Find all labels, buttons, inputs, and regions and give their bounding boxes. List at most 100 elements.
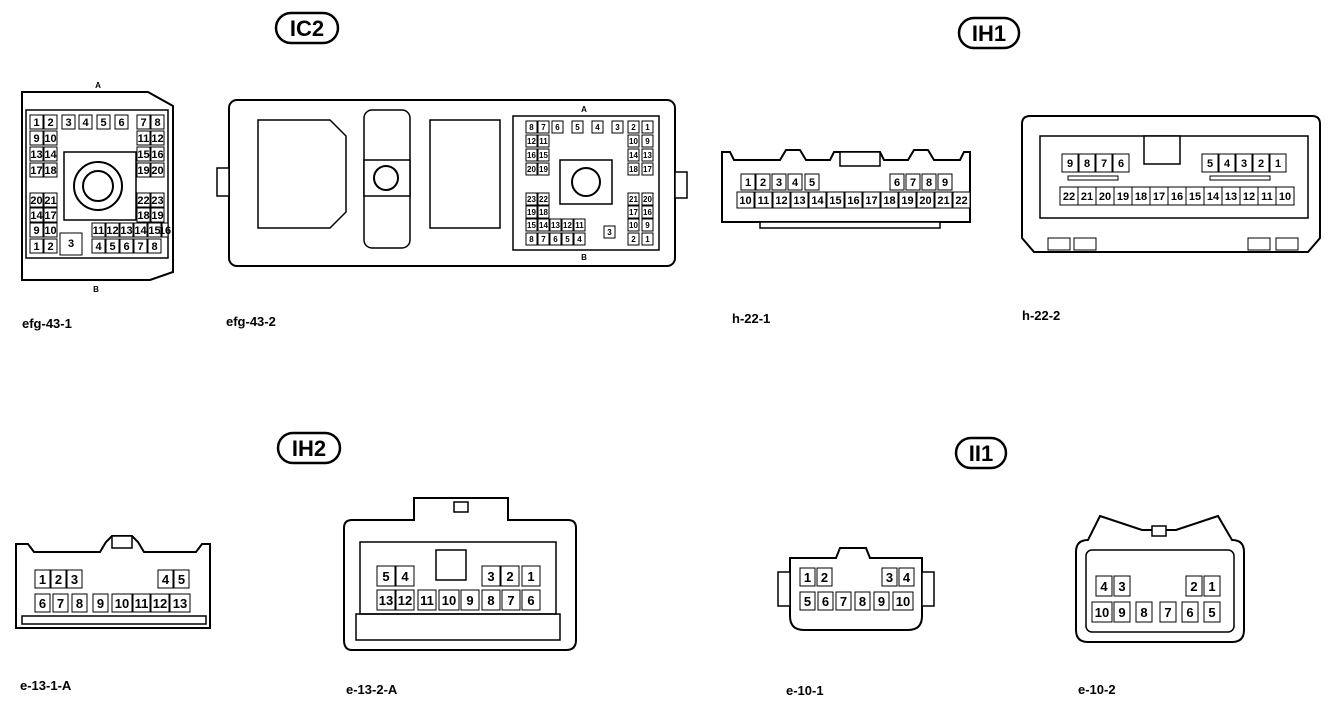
connector-h-22-2: 9 8 7 6 5 4 3 2 1 22 21 20 19 18 17 16 1… — [1021, 115, 1321, 323]
pin-label: 4 — [82, 117, 89, 129]
pin-label: 10 — [629, 137, 638, 146]
pin-label: 7 — [507, 593, 514, 608]
pin-label: 1 — [1275, 158, 1281, 170]
pin-label: 7 — [140, 117, 146, 129]
pin-label: 15 — [527, 221, 536, 230]
pin-grid: 1 2 3 4 5 6 7 8 9 10 — [799, 567, 915, 611]
pin-label: 8 — [926, 177, 932, 189]
pin-label: 2 — [47, 117, 53, 129]
connector-caption: e-10-1 — [786, 683, 824, 698]
pin-label: 16 — [151, 149, 163, 161]
connector-caption: h-22-1 — [732, 311, 770, 326]
pin-label: 7 — [910, 177, 916, 189]
connector-h-22-1: 1 2 3 4 5 6 7 8 9 10 11 12 13 14 15 16 1… — [721, 149, 971, 326]
pin-label: 21 — [937, 195, 949, 207]
pin-label: 4 — [95, 241, 102, 253]
connector-e-13-1-a: 1 2 3 4 5 6 7 8 9 10 11 12 13 e-13-1-A — [15, 535, 211, 693]
pin-label: 4 — [903, 570, 911, 585]
pin-label: 19 — [527, 208, 536, 217]
pin-label: 10 — [1095, 605, 1109, 620]
connector-e-10-1: 1 2 3 4 5 6 7 8 9 10 e-10-1 — [777, 547, 935, 698]
pin-label: 2 — [47, 241, 53, 253]
pin-grid: 8 7 6 5 4 3 2 1 12 11 10 9 16 15 14 13 2… — [525, 120, 654, 246]
pin-label: 8 — [859, 594, 866, 609]
pin-label: 1 — [804, 570, 811, 585]
pin-grid: 1 2 3 4 5 6 7 8 9 10 11 12 13 14 15 16 1… — [736, 173, 971, 209]
pin-label: 19 — [1117, 191, 1129, 203]
pin-label: 6 — [527, 593, 534, 608]
pin-label: 1 — [33, 241, 39, 253]
pin-label: 10 — [115, 596, 129, 611]
pin-label: 17 — [865, 195, 877, 207]
pin-label: 11 — [758, 195, 770, 207]
pin-label: 12 — [527, 137, 536, 146]
pin-label: 9 — [33, 225, 39, 237]
pin-label: 6 — [1118, 158, 1124, 170]
pin-label: 7 — [1164, 605, 1171, 620]
pin-label: 9 — [645, 221, 650, 230]
connector-e-10-2: 4 3 2 1 10 9 8 7 6 5 e-10-2 — [1075, 514, 1245, 697]
group-badge-ii1: II1 — [954, 436, 1008, 470]
connector-caption: e-13-2-A — [346, 682, 398, 697]
group-badge-ih1: IH1 — [957, 16, 1021, 50]
pin-label: 9 — [466, 593, 473, 608]
pin-label: 4 — [401, 569, 409, 584]
pin-label: 10 — [44, 133, 56, 145]
pin-label: 7 — [840, 594, 847, 609]
pin-label: 5 — [804, 594, 811, 609]
pin-label: 1 — [645, 235, 650, 244]
pin-label: 10 — [44, 225, 56, 237]
pin-label: 9 — [97, 596, 104, 611]
pin-label: 11 — [575, 221, 584, 230]
pin-label: 14 — [1207, 191, 1220, 203]
pin-grid: 1 2 3 4 5 6 7 8 9 10 11 12 13 — [34, 569, 191, 613]
connector-caption: e-10-2 — [1078, 682, 1116, 697]
pin-label: 14 — [539, 221, 548, 230]
connector-caption: efg-43-2 — [226, 314, 276, 329]
pin-label: 11 — [1261, 191, 1273, 203]
pin-label: 12 — [775, 195, 787, 207]
pin-label: 21 — [44, 195, 56, 207]
pin-label: 9 — [645, 137, 650, 146]
pin-label: 23 — [527, 195, 536, 204]
pin-label: 1 — [1208, 579, 1215, 594]
pin-label: 20 — [527, 165, 536, 174]
pin-label: 14 — [134, 225, 147, 237]
pin-label: 6 — [118, 117, 124, 129]
pin-label: 7 — [541, 235, 546, 244]
pin-label: 3 — [65, 117, 71, 129]
pin-label: 22 — [539, 195, 548, 204]
connector-caption: h-22-2 — [1022, 308, 1060, 323]
pin-label: 4 — [792, 177, 799, 189]
pin-label: 13 — [379, 593, 393, 608]
pin-label: 18 — [629, 165, 638, 174]
pin-label: 15 — [829, 195, 841, 207]
pin-label: 12 — [563, 221, 572, 230]
pin-label: 9 — [33, 133, 39, 145]
pin-label: 9 — [1118, 605, 1125, 620]
pin-label: 2 — [760, 177, 766, 189]
pin-label: 6 — [1186, 605, 1193, 620]
group-label-ih2: IH2 — [292, 436, 326, 461]
pin-label: 8 — [529, 123, 534, 132]
top-mark: A — [95, 81, 101, 90]
pin-label: 15 — [137, 149, 149, 161]
pin-label: 14 — [629, 151, 638, 160]
pin-label: 19 — [901, 195, 913, 207]
pin-label: 5 — [100, 117, 106, 129]
group-label-ih1: IH1 — [972, 21, 1006, 46]
pin-label: 16 — [527, 151, 536, 160]
pin-label: 5 — [382, 569, 389, 584]
pin-label: 5 — [1208, 605, 1215, 620]
pin-label: 2 — [506, 569, 513, 584]
pin-label: 18 — [44, 165, 56, 177]
pin-label: 17 — [30, 165, 42, 177]
pin-label: 6 — [553, 235, 558, 244]
pin-label: 1 — [33, 117, 39, 129]
pin-label: 18 — [883, 195, 895, 207]
pin-label: 3 — [776, 177, 782, 189]
pin-label: 5 — [565, 235, 570, 244]
pin-label: 3 — [1118, 579, 1125, 594]
pin-label: 16 — [847, 195, 859, 207]
pin-label: 11 — [420, 593, 434, 608]
